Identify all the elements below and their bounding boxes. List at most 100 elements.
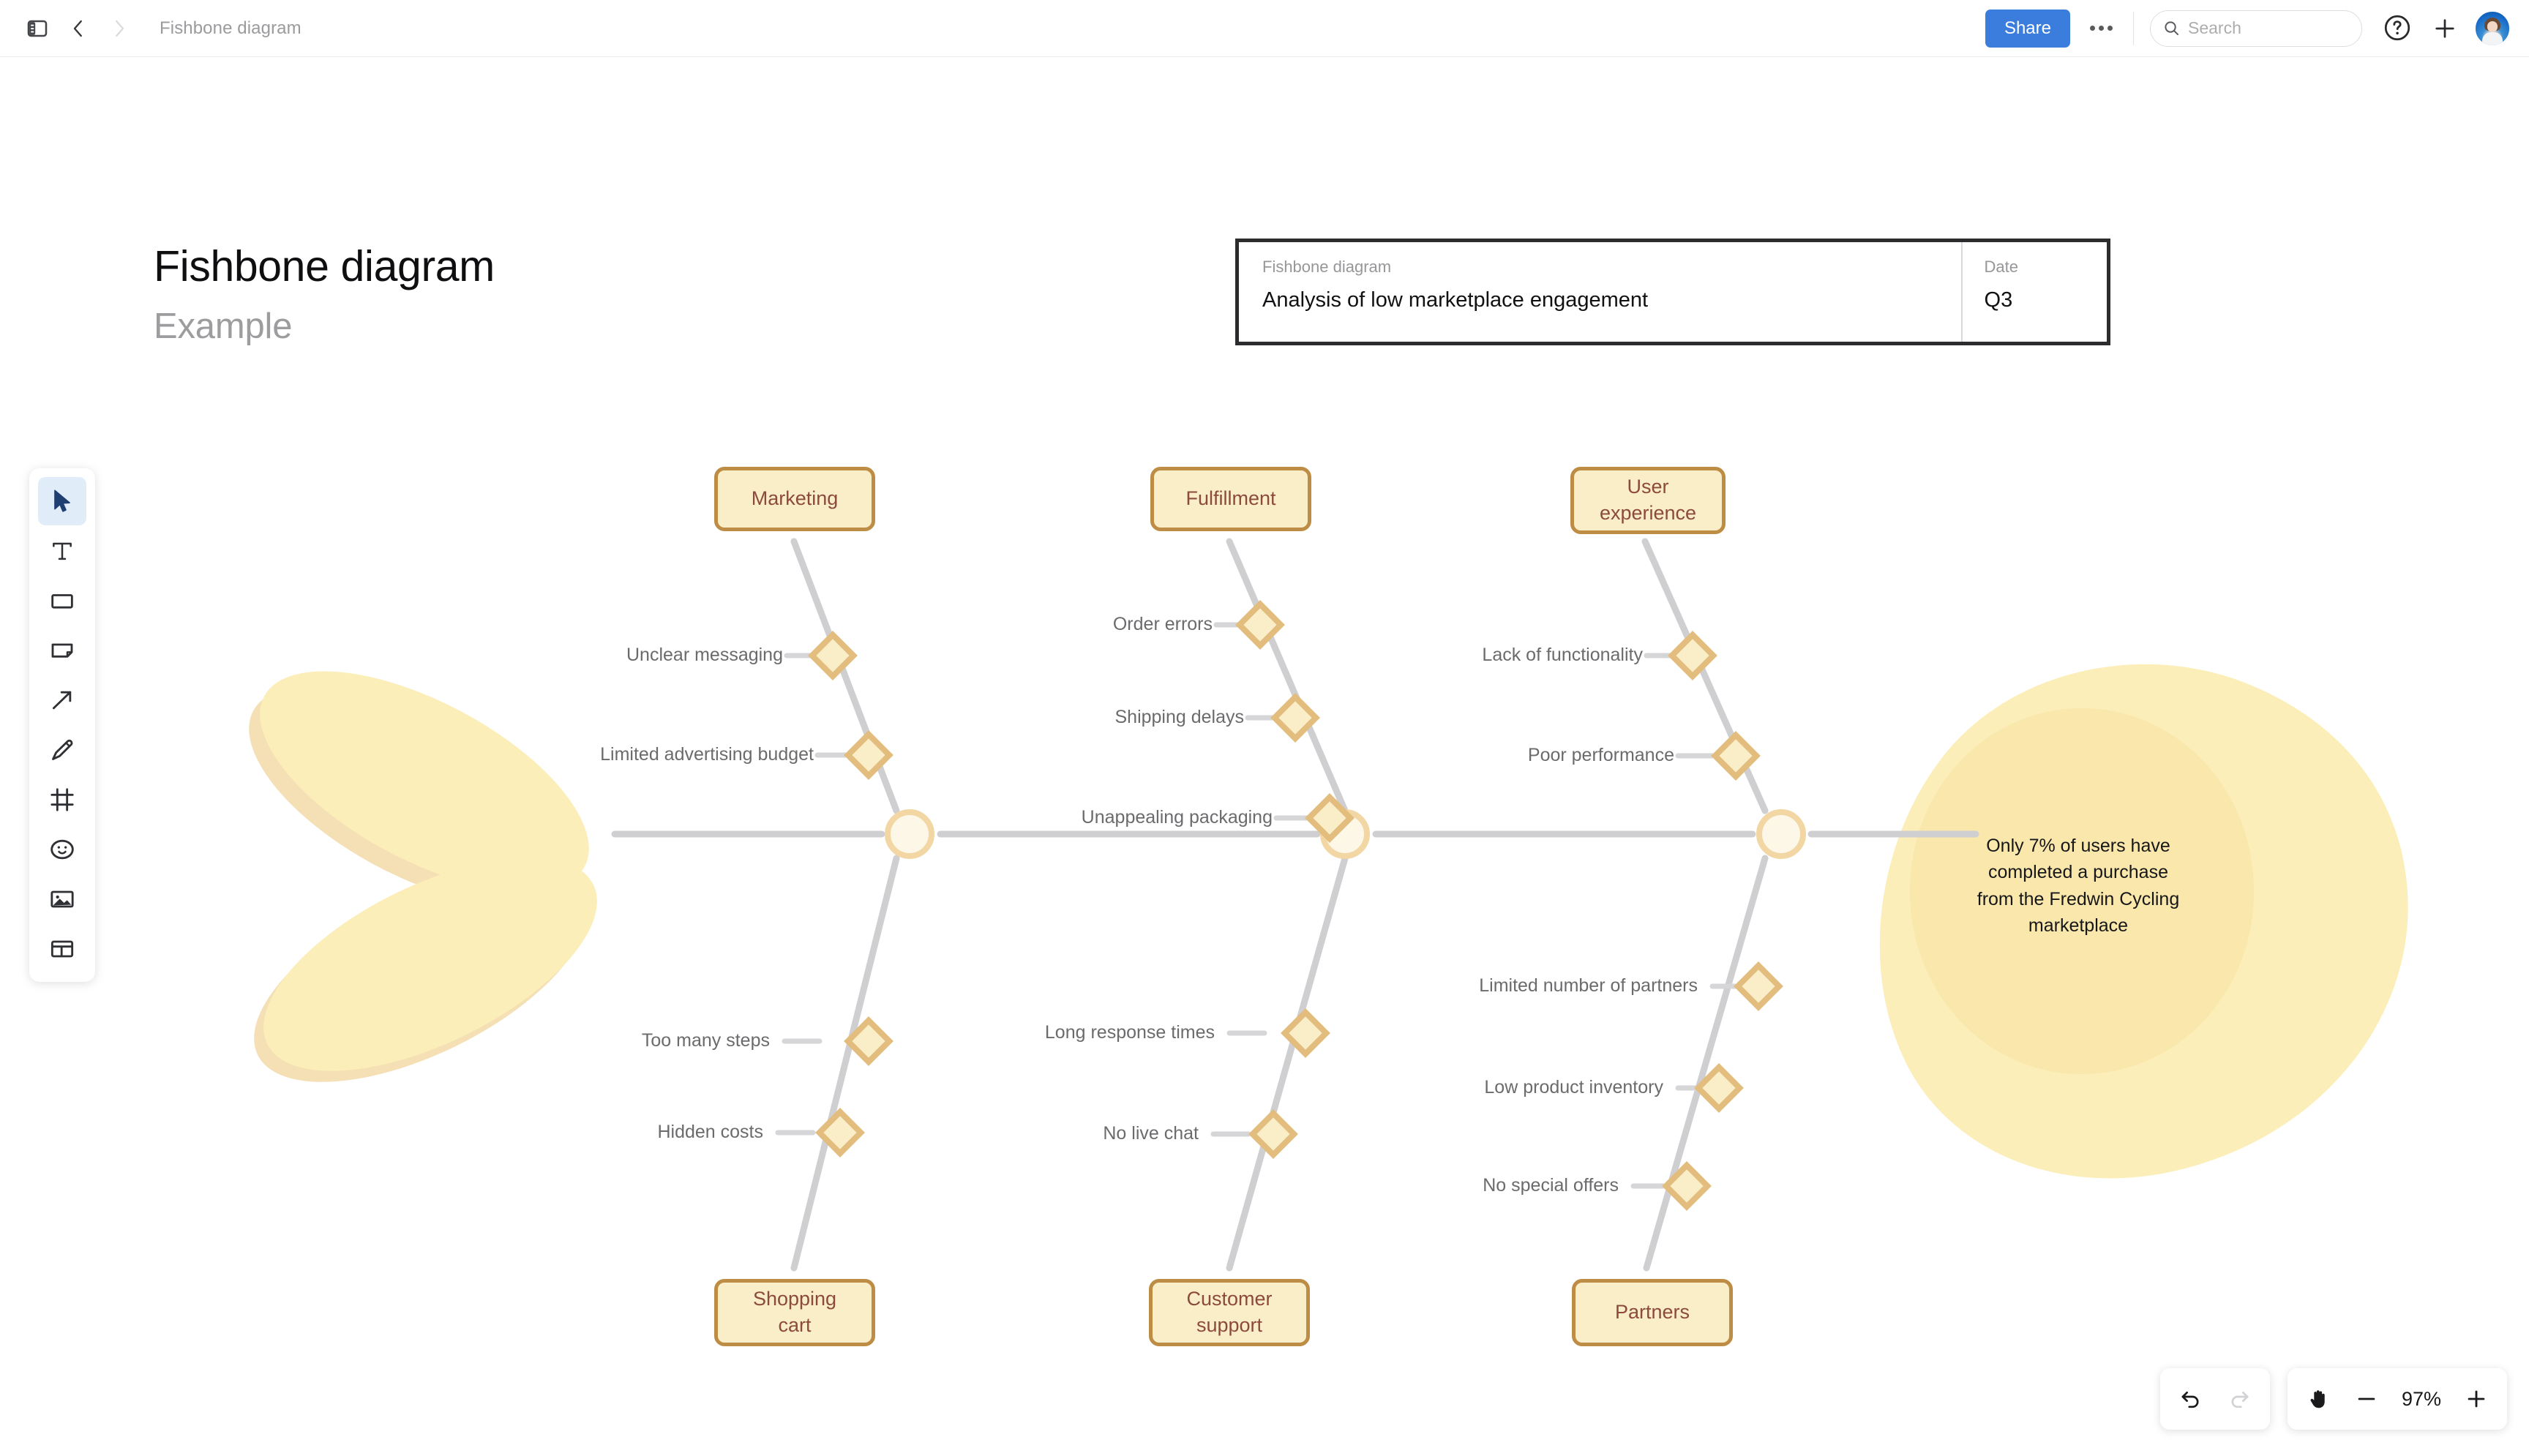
category-label: Customer support: [1186, 1288, 1273, 1336]
user-avatar[interactable]: [2475, 10, 2510, 46]
frame-tool[interactable]: [38, 776, 86, 824]
category-label: User experience: [1599, 476, 1697, 524]
image-tool[interactable]: [38, 875, 86, 923]
avatar-face: [2487, 20, 2498, 32]
board-canvas[interactable]: Fishbone diagram Example Fishbone diagra…: [0, 57, 2529, 1456]
page-subtitle: Example: [154, 307, 293, 346]
search-placeholder: Search: [2188, 18, 2241, 37]
emoji-tool[interactable]: [38, 825, 86, 874]
hand-pan-button[interactable]: [2296, 1377, 2340, 1421]
cause-label-no-special-offers[interactable]: No special offers: [1483, 1175, 1619, 1196]
plus-icon[interactable]: [2428, 12, 2462, 45]
cause-label-shipping-delays[interactable]: Shipping delays: [1114, 707, 1244, 727]
hand-pan-icon: [2310, 1390, 2325, 1408]
undo-arrow-icon: [2181, 1391, 2199, 1408]
pen-tool[interactable]: [38, 726, 86, 774]
zoom-controls: 97%: [2288, 1368, 2507, 1430]
category-box-fulfillment[interactable]: Fulfillment: [1150, 467, 1311, 531]
top-bar-left: Fishbone diagram: [0, 0, 301, 56]
category-box-user-experience[interactable]: User experience: [1570, 467, 1726, 534]
image-icon: [50, 890, 74, 908]
select-tool[interactable]: [38, 477, 86, 525]
cause-label-long-response-times[interactable]: Long response times: [1044, 1022, 1215, 1043]
problem-statement[interactable]: Only 7% of users have completed a purcha…: [1977, 836, 2180, 936]
toolbar-divider: [2133, 11, 2134, 45]
sticky-note-icon: [51, 643, 73, 658]
plus-icon: [2468, 1390, 2485, 1408]
fish-head: [1879, 664, 2408, 1179]
info-box-subject-cell: Fishbone diagram Analysis of low marketp…: [1239, 242, 1961, 342]
info-box-date-value: Q3: [1984, 288, 2013, 312]
fish-tail: [249, 671, 597, 1082]
cause-label-limited-advertising-budget[interactable]: Limited advertising budget: [600, 744, 814, 765]
frame-icon: [50, 788, 74, 811]
chevron-left-icon[interactable]: [66, 16, 91, 41]
sticky-note-tool[interactable]: [38, 626, 86, 675]
redo-arrow-icon: [2231, 1391, 2249, 1408]
history-controls: [2160, 1368, 2270, 1430]
more-options-button[interactable]: [2080, 10, 2121, 48]
cause-markers-shopping-cart: [775, 1016, 893, 1157]
template-layout-icon: [50, 940, 74, 958]
cause-label-no-live-chat[interactable]: No live chat: [1103, 1123, 1199, 1144]
zoom-level[interactable]: 97%: [2401, 1387, 2442, 1410]
chevron-right-icon[interactable]: [107, 16, 132, 41]
redo-button[interactable]: [2217, 1377, 2261, 1421]
page-title: Fishbone diagram: [154, 242, 495, 290]
cause-label-unclear-messaging[interactable]: Unclear messaging: [626, 645, 783, 665]
info-box-subject-value: Analysis of low marketplace engagement: [1262, 288, 1649, 312]
category-box-marketing[interactable]: Marketing: [714, 467, 875, 531]
smiley-icon: [50, 839, 74, 860]
rectangle-icon: [51, 594, 73, 609]
info-box[interactable]: Fishbone diagram Analysis of low marketp…: [1235, 239, 2110, 345]
top-bar-right: Share Search: [1985, 0, 2529, 56]
minus-icon: [2358, 1397, 2375, 1400]
info-box-date-cell: Date Q3: [1960, 242, 2107, 342]
cause-label-low-product-inventory[interactable]: Low product inventory: [1484, 1077, 1663, 1097]
search-input[interactable]: Search: [2150, 10, 2362, 47]
category-box-customer-support[interactable]: Customer support: [1149, 1279, 1310, 1346]
zoom-out-button[interactable]: [2345, 1377, 2388, 1421]
text-t-icon: [53, 542, 72, 560]
template-tool[interactable]: [38, 925, 86, 973]
help-circle-icon[interactable]: [2381, 12, 2415, 45]
cause-label-unappealing-packaging[interactable]: Unappealing packaging: [1081, 807, 1273, 828]
cause-markers-partners: [1630, 961, 1783, 1211]
cause-label-order-errors[interactable]: Order errors: [1112, 614, 1213, 634]
cause-label-poor-performance[interactable]: Poor performance: [1527, 745, 1674, 765]
undo-button[interactable]: [2169, 1377, 2213, 1421]
cursor-arrow-icon: [54, 489, 70, 512]
category-label: Shopping cart: [752, 1288, 837, 1336]
category-label: Marketing: [751, 487, 839, 510]
cause-label-lack-of-functionality[interactable]: Lack of functionality: [1482, 645, 1643, 665]
arrow-diagonal-icon: [52, 691, 72, 710]
search-icon: [2165, 21, 2179, 36]
canvas-controls: 97%: [2160, 1368, 2507, 1430]
tool-panel: [29, 468, 95, 982]
share-button[interactable]: Share: [1985, 9, 2070, 48]
side-panel-icon[interactable]: [25, 16, 50, 41]
zoom-in-button[interactable]: [2454, 1377, 2498, 1421]
connector-tool[interactable]: [38, 676, 86, 724]
info-box-date-label: Date: [1984, 258, 2019, 276]
spine-joints: [885, 809, 1806, 859]
info-box-subject-label: Fishbone diagram: [1262, 258, 1392, 276]
cause-label-hidden-costs[interactable]: Hidden costs: [657, 1122, 763, 1142]
category-box-shopping-cart[interactable]: Shopping cart: [714, 1279, 875, 1346]
avatar-body: [2482, 31, 2503, 45]
text-tool[interactable]: [38, 527, 86, 575]
cause-label-limited-number-of-partners[interactable]: Limited number of partners: [1479, 975, 1698, 996]
cause-markers-user-experience: [1644, 631, 1761, 781]
breadcrumb[interactable]: Fishbone diagram: [160, 18, 301, 38]
category-label: Fulfillment: [1185, 487, 1276, 510]
cause-markers-marketing: [784, 631, 893, 780]
shape-tool[interactable]: [38, 577, 86, 625]
pencil-icon: [52, 739, 73, 760]
category-label: Partners: [1614, 1301, 1690, 1324]
top-bar: Fishbone diagram Share Search: [0, 0, 2529, 57]
cause-label-too-many-steps[interactable]: Too many steps: [641, 1030, 770, 1051]
cause-markers-customer-support: [1210, 1008, 1330, 1159]
fishbone-artwork: [249, 538, 2408, 1272]
cause-markers-fulfillment: [1213, 600, 1355, 843]
category-box-partners[interactable]: Partners: [1572, 1279, 1733, 1346]
